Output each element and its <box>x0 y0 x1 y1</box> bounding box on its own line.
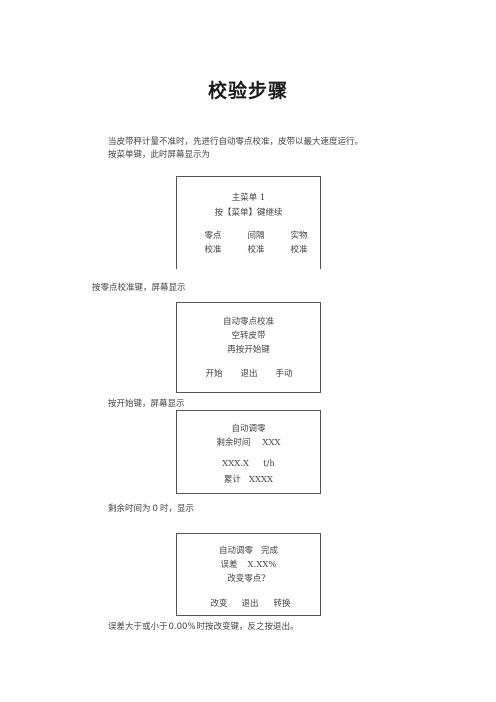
span-calibration-option: 间隔 校准 <box>247 231 265 255</box>
material-calibration-option: 实物 校准 <box>290 231 308 255</box>
switch-option: 转换 <box>273 599 291 609</box>
total-value: XXXX <box>248 475 274 485</box>
start-option: 开始 <box>205 369 223 379</box>
remaining-time-label: 剩余时间 <box>216 438 251 448</box>
remaining-time-row: 剩余时间 XXX <box>177 436 320 448</box>
error-label: 误差 <box>220 560 238 570</box>
change-zero-question: 改变零点？ <box>227 574 270 584</box>
intro-line-1: 当皮带秤计量不准时，先进行自动零点校准，皮带以最大速度运行。 <box>108 137 364 147</box>
auto-zero-title: 自动零点校准 <box>222 317 274 327</box>
step-text-zero-key: 按零点校准键，屏幕显示 <box>92 283 186 293</box>
step-text-start-key: 按开始键，屏幕显示 <box>108 399 185 409</box>
main-menu-title: 主菜单 1 <box>231 193 266 203</box>
zeroing-complete-options: 改变 退出 转换 <box>208 597 293 609</box>
auto-zero-instruction-1: 空转皮带 <box>231 331 266 341</box>
intro-line-2: 按菜单键，此时屏幕显示为 <box>108 150 211 160</box>
exit-option: 退出 <box>240 369 258 379</box>
screen-auto-zeroing: 自动调零 剩余时间 XXX XXX.X t/h 累计 XXXX <box>176 410 321 494</box>
zeroing-complete-row: 自动调零完成 <box>177 544 320 556</box>
flow-rate-row: XXX.X t/h <box>177 459 320 469</box>
screen-auto-zeroing-complete: 自动调零完成 误差 X.XX% 改变零点？ 改变 退出 转换 <box>176 533 321 616</box>
flow-rate-value: XXX.X <box>222 459 250 469</box>
zeroing-complete-status: 完成 <box>261 546 279 556</box>
exit-option: 退出 <box>241 599 259 609</box>
remaining-time-value: XXX <box>262 438 281 448</box>
main-menu-hint: 按【菜单】键继续 <box>214 208 283 218</box>
step-text-error-decision: 误差大于或小于0.00%时按改变键，反之按退出。 <box>108 622 299 632</box>
intro-paragraph: 当皮带秤计量不准时，先进行自动零点校准，皮带以最大速度运行。 按菜单键，此时屏幕… <box>108 136 363 162</box>
zeroing-complete-label: 自动调零 <box>218 546 253 556</box>
screen-auto-zero-calibration: 自动零点校准 空转皮带 再按开始键 开始 退出 手动 <box>176 302 321 393</box>
page-title: 校验步骤 <box>207 80 288 102</box>
auto-zeroing-title: 自动调零 <box>231 424 266 434</box>
zero-calibration-option: 零点 校准 <box>204 231 222 255</box>
time-zero-value: 0 <box>152 504 158 514</box>
flow-rate-unit: t/h <box>263 459 275 469</box>
error-value: X.XX% <box>247 560 277 570</box>
error-row: 误差 X.XX% <box>177 558 320 570</box>
change-option: 改变 <box>210 599 228 609</box>
auto-zero-options: 开始 退出 手动 <box>202 367 296 379</box>
screen-main-menu: 主菜单 1 按【菜单】键继续 零点 校准 间隔 校准 实物 校准 <box>176 176 321 269</box>
total-row: 累计 XXXX <box>177 473 320 485</box>
main-menu-options: 零点 校准 间隔 校准 实物 校准 <box>195 229 317 255</box>
auto-zero-instruction-2: 再按开始键 <box>227 345 270 355</box>
error-threshold-value: 0.00% <box>168 622 196 632</box>
manual-option: 手动 <box>275 369 293 379</box>
total-label: 累计 <box>223 475 241 485</box>
